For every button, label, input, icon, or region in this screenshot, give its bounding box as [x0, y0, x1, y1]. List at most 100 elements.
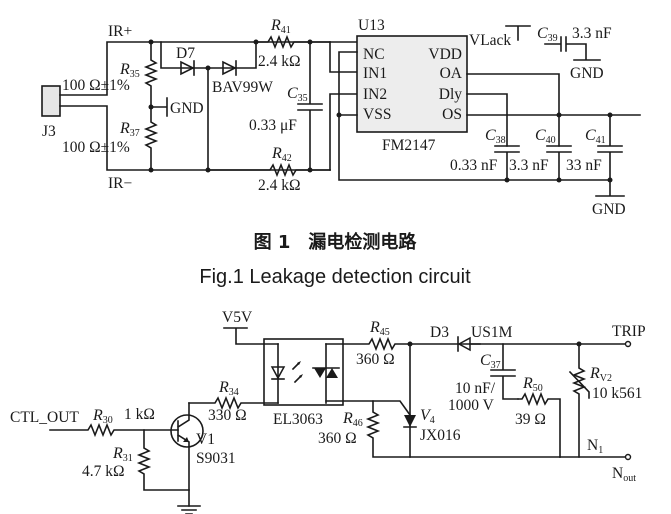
- resistor-r31: R31 4.7 kΩ: [82, 429, 190, 491]
- c37-value-1: 10 nF/: [455, 380, 496, 397]
- r42-value: 2.4 kΩ: [258, 177, 301, 194]
- figure-2-trip-drive: CTL_OUT R30 1 kΩ R31 4.7 kΩ V1 S9031 R34…: [10, 309, 646, 514]
- connector-j3-label: J3: [42, 123, 56, 140]
- svg-text:R50: R50: [522, 375, 543, 394]
- figure-1-leakage-detection: J3 IR+ IR− R35 100 Ω±1% R37 100 Ω±1% GND: [41, 17, 641, 218]
- pin-in1: IN1: [363, 65, 387, 82]
- resistor-r50: R50 39 Ω: [515, 375, 561, 458]
- net-label-v5v: V5V: [222, 309, 253, 326]
- svg-text:V4: V4: [420, 407, 435, 426]
- c37-value-2: 1000 V: [448, 397, 495, 414]
- d3-ref: D3: [430, 324, 449, 341]
- svg-text:R31: R31: [112, 445, 133, 464]
- r37-value: 100 Ω±1%: [62, 139, 130, 156]
- svg-text:R37: R37: [119, 120, 140, 139]
- transistor-v1-s9031: V1 S9031: [170, 402, 236, 514]
- ic-u13-fm2147: U13 FM2147 NC IN1 IN2 VSS VDD OA Dly OS: [356, 17, 468, 154]
- diode-d3-us1m: D3 US1M: [430, 324, 629, 352]
- svg-text:RV2: RV2: [589, 365, 612, 384]
- capacitor-c35: C35 0.33 μF: [249, 39, 323, 173]
- pin-nc: NC: [363, 46, 385, 63]
- optocoupler-el3063: EL3063: [263, 338, 344, 428]
- c39-value: 3.3 nF: [572, 25, 612, 42]
- resistor-r30: R30 1 kΩ: [49, 406, 179, 438]
- junction: [148, 39, 154, 45]
- net-label-ir-minus: IR−: [108, 175, 132, 192]
- terminal-trip: [624, 340, 632, 348]
- rv2-value: 10 k561: [592, 385, 642, 402]
- svg-text:C35: C35: [287, 85, 308, 104]
- svg-text:R46: R46: [342, 410, 363, 429]
- net-label-gnd-mid: GND: [170, 100, 204, 117]
- opto-part: EL3063: [273, 411, 323, 428]
- r41-value: 2.4 kΩ: [258, 53, 301, 70]
- svg-text:R45: R45: [369, 319, 390, 338]
- resistor-r45: R45 360 Ω: [325, 319, 481, 368]
- junction: [556, 112, 562, 118]
- c40-value: 3.3 nF: [509, 157, 549, 174]
- terminal-nout: [624, 453, 632, 461]
- thyristor-v4-jx016: V4 JX016: [372, 341, 461, 458]
- svg-text:R34: R34: [218, 379, 239, 398]
- resistor-r41: R41 2.4 kΩ: [255, 17, 331, 70]
- r50-value: 39 Ω: [515, 411, 546, 428]
- net-label-gnd-c41: GND: [592, 201, 626, 218]
- junction: [556, 177, 562, 183]
- c38-value: 0.33 nF: [450, 157, 498, 174]
- figure-1-caption-en: Fig.1 Leakage detection circuit: [199, 266, 471, 288]
- net-label-trip: TRIP: [612, 323, 646, 340]
- pin-os: OS: [442, 106, 462, 123]
- c41-value: 33 nF: [566, 157, 602, 174]
- vlack-symbol: [505, 25, 531, 41]
- r30-value: 1 kΩ: [124, 406, 155, 423]
- figure-1-caption-cn: 图 1 漏电检测电路: [254, 231, 418, 253]
- net-label-gnd-c39: GND: [570, 65, 604, 82]
- capacitor-c38: C38 0.33 nF: [450, 127, 520, 181]
- pin-dly: Dly: [439, 86, 463, 103]
- junction: [148, 167, 154, 173]
- varistor-rv2: RV2 10 k561: [568, 341, 642, 458]
- pin-in2: IN2: [363, 86, 387, 103]
- junction: [504, 177, 510, 183]
- net-label-n1: N1: [587, 437, 603, 456]
- c35-value: 0.33 μF: [249, 117, 297, 134]
- r46-value: 360 Ω: [318, 430, 357, 447]
- v1-part: S9031: [196, 450, 236, 467]
- svg-text:R42: R42: [271, 145, 292, 164]
- capacitor-c37: C37 10 nF/ 1000 V: [448, 343, 519, 414]
- d3-part: US1M: [471, 324, 513, 341]
- resistor-r35: R35 100 Ω±1%: [62, 41, 159, 108]
- capacitor-c39: C39 3.3 nF GND: [537, 25, 612, 82]
- r35-value: 100 Ω±1%: [62, 77, 130, 94]
- net-label-vlack: VLack: [469, 32, 511, 49]
- capacitor-c40: C40 3.3 nF: [509, 127, 572, 181]
- wire-oa: [466, 73, 560, 147]
- svg-text:R30: R30: [92, 407, 113, 426]
- connector-j3: [41, 85, 61, 117]
- svg-text:R35: R35: [119, 61, 140, 80]
- r45-value: 360 Ω: [356, 351, 395, 368]
- net-label-ctl-out: CTL_OUT: [10, 409, 79, 426]
- svg-text:C41: C41: [585, 127, 606, 146]
- gnd-symbol-mid: [150, 97, 168, 117]
- resistor-r34: R34 330 Ω: [188, 379, 279, 424]
- d7-part: BAV99W: [212, 79, 273, 96]
- junction: [336, 112, 342, 118]
- v1-ref: V1: [196, 431, 215, 448]
- svg-text:C39: C39: [537, 25, 558, 44]
- net-label-nout: Nout: [612, 465, 636, 484]
- ic-ref: U13: [358, 17, 385, 34]
- capacitor-c41: C41 33 nF GND: [566, 114, 626, 218]
- resistor-r42: R42 2.4 kΩ: [207, 145, 331, 194]
- wire-in1: [329, 41, 358, 73]
- r31-value: 4.7 kΩ: [82, 463, 125, 480]
- junction: [148, 104, 154, 110]
- v5v-symbol: [223, 327, 279, 345]
- r34-value: 330 Ω: [208, 407, 247, 424]
- ic-part: FM2147: [382, 137, 436, 154]
- net-label-ir-plus: IR+: [108, 23, 132, 40]
- svg-text:R41: R41: [270, 17, 291, 36]
- svg-text:C37: C37: [480, 352, 501, 371]
- wire-ir-plus: [59, 41, 361, 96]
